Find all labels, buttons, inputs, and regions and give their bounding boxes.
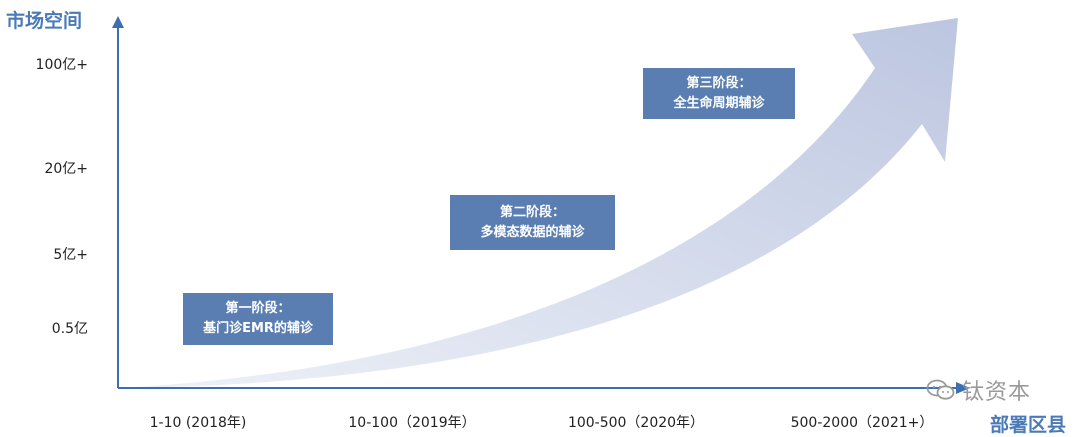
- stage-3-subtitle: 全生命周期辅诊: [673, 95, 765, 111]
- x-tick-label: 10-100（2019年）: [348, 415, 476, 431]
- watermark-text: 钛资本: [962, 380, 1032, 405]
- x-tick-label: 1-10 (2018年): [149, 415, 247, 431]
- growth-arrow: [118, 18, 958, 388]
- y-axis-arrowhead: [112, 16, 124, 28]
- wechat-icon: [926, 379, 955, 400]
- y-tick-label: 100亿+: [35, 57, 88, 73]
- stage-2-title: 第二阶段：: [499, 204, 565, 220]
- x-axis-arrowhead: [956, 382, 970, 394]
- y-tick-label: 20亿+: [44, 161, 88, 177]
- stage-1-box: 第一阶段： 基门诊EMR的辅诊: [183, 293, 333, 345]
- watermark: 钛资本: [926, 374, 1031, 406]
- stage-2-box: 第二阶段： 多模态数据的辅诊: [450, 195, 615, 250]
- stage-3-title: 第三阶段：: [686, 75, 752, 91]
- x-axis-title: 部署区县: [990, 414, 1067, 436]
- y-tick-label: 0.5亿: [51, 321, 88, 337]
- stage-3-box: 第三阶段： 全生命周期辅诊: [643, 68, 795, 119]
- y-tick-label: 5亿+: [53, 247, 88, 263]
- x-tick-label: 500-2000（2021+）: [790, 415, 934, 431]
- y-axis-title: 市场空间: [6, 10, 83, 32]
- stage-2-subtitle: 多模态数据的辅诊: [480, 224, 585, 240]
- x-tick-label: 100-500（2020年）: [567, 415, 705, 431]
- stage-1-title: 第一阶段：: [225, 301, 291, 316]
- stage-1-subtitle: 基门诊EMR的辅诊: [203, 321, 313, 336]
